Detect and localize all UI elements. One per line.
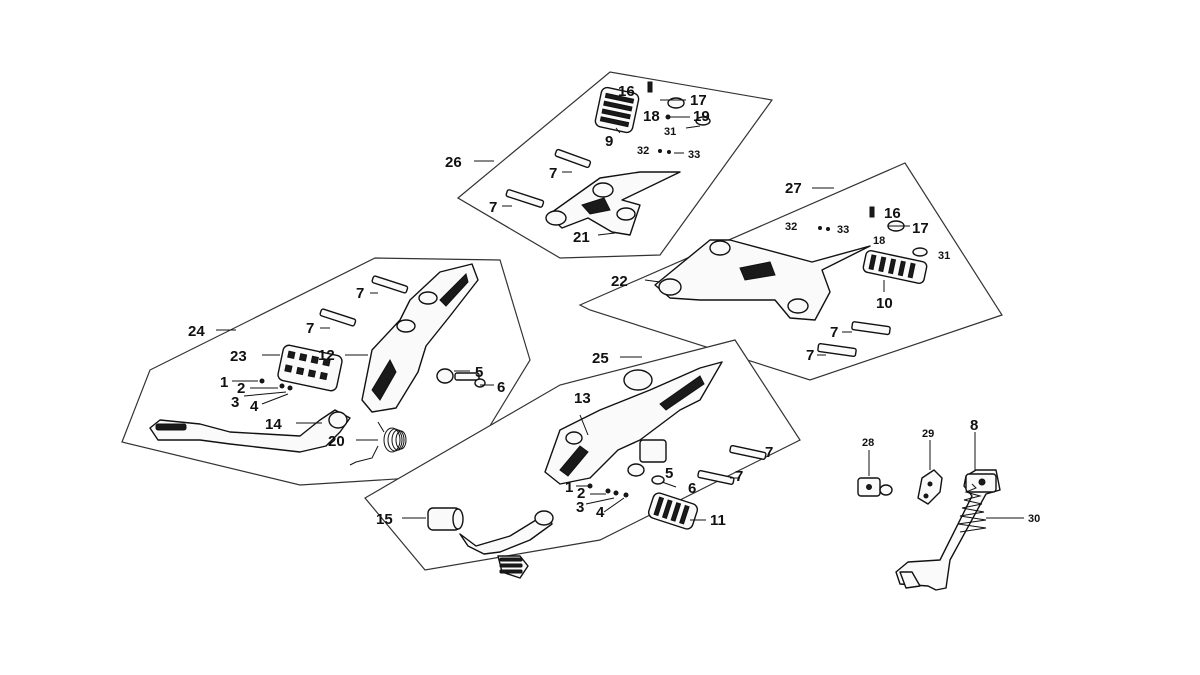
group-25: 25: [364, 339, 801, 579]
group-26-panel: [456, 71, 774, 259]
callout-20: 20: [328, 433, 345, 450]
footpeg-part-10: [862, 250, 928, 284]
group-26-callouts: 16 17 18 19 31 9 32 33 7 7 21: [489, 83, 710, 246]
callout-8: 8: [970, 417, 978, 434]
callout-31: 31: [938, 250, 950, 262]
callout-15: 15: [376, 511, 393, 528]
callout-17: 17: [690, 92, 707, 109]
callout-7b: 7: [306, 320, 314, 337]
bracket-part-22: [654, 239, 871, 321]
group-25-callouts: 13 7 5 7 1 2 6 3 4 11 15: [376, 390, 773, 529]
group-24-callouts: 7 7 23 12 1 2 3 4 5 6 14 20: [220, 285, 505, 450]
callout-3: 3: [231, 394, 239, 411]
group-25-label: 25: [592, 350, 609, 367]
callout-19: 19: [693, 108, 710, 125]
callout-7b: 7: [735, 468, 743, 485]
callout-29: 29: [922, 428, 934, 440]
callout-31: 31: [664, 126, 676, 138]
callout-4: 4: [250, 398, 259, 415]
callout-18: 18: [873, 235, 885, 247]
callout-33: 33: [837, 224, 849, 236]
callout-12: 12: [318, 347, 335, 364]
callout-7a: 7: [765, 444, 773, 461]
callout-33: 33: [688, 149, 700, 161]
callout-11: 11: [710, 512, 726, 529]
callout-28: 28: [862, 437, 874, 449]
callout-32: 32: [637, 145, 649, 157]
callout-23: 23: [230, 348, 247, 365]
group-26: 26 16 17: [445, 71, 774, 259]
stand-part-28: [857, 450, 893, 497]
callout-7b: 7: [489, 199, 497, 216]
callout-30: 30: [1028, 513, 1040, 525]
callout-2: 2: [237, 380, 245, 397]
side-stand-assembly: 28 29 8 30: [857, 417, 1040, 591]
group-27-callouts: 32 33 16 17 18 31 22 10 7 7: [611, 205, 950, 364]
callout-7b: 7: [806, 347, 814, 364]
callout-16: 16: [884, 205, 901, 222]
callout-7a: 7: [549, 165, 557, 182]
footpeg-part-23: [277, 344, 343, 392]
stand-callouts: 28 29 8 30: [862, 417, 1040, 525]
spring-part-20: [349, 421, 407, 466]
callout-6: 6: [497, 379, 505, 396]
shift-lever-part-15: [402, 507, 554, 579]
brake-pedal-part-14: [149, 409, 351, 453]
stand-part-8: [895, 432, 1001, 591]
callout-32: 32: [785, 221, 797, 233]
callout-13: 13: [574, 390, 591, 407]
callout-5: 5: [665, 465, 673, 482]
group-27-label: 27: [785, 180, 802, 197]
group-26-label: 26: [445, 154, 462, 171]
footpeg-part-11: [647, 492, 699, 530]
callout-16: 16: [618, 83, 635, 100]
group-24-label: 24: [188, 323, 205, 340]
callout-21: 21: [573, 229, 590, 246]
callout-1: 1: [220, 374, 228, 391]
callout-3: 3: [576, 499, 584, 516]
callout-7a: 7: [830, 324, 838, 341]
callout-10: 10: [876, 295, 893, 312]
callout-22: 22: [611, 273, 628, 290]
group-24: 24: [121, 257, 531, 486]
group-27: 27 32 33 16 17: [578, 162, 1003, 381]
callout-14: 14: [265, 416, 282, 433]
callout-6: 6: [688, 480, 696, 497]
callout-7a: 7: [356, 285, 364, 302]
callout-18: 18: [643, 108, 660, 125]
callout-4: 4: [596, 504, 605, 521]
bracket-part-21: [547, 171, 681, 236]
callout-1: 1: [565, 479, 573, 496]
stand-spring-part-30: [957, 483, 1024, 533]
callout-17: 17: [912, 220, 929, 237]
callout-2: 2: [577, 485, 585, 502]
stand-part-29: [917, 440, 943, 505]
callout-5: 5: [475, 364, 483, 381]
callout-9: 9: [605, 133, 613, 150]
footpeg-part-9: [594, 86, 640, 134]
